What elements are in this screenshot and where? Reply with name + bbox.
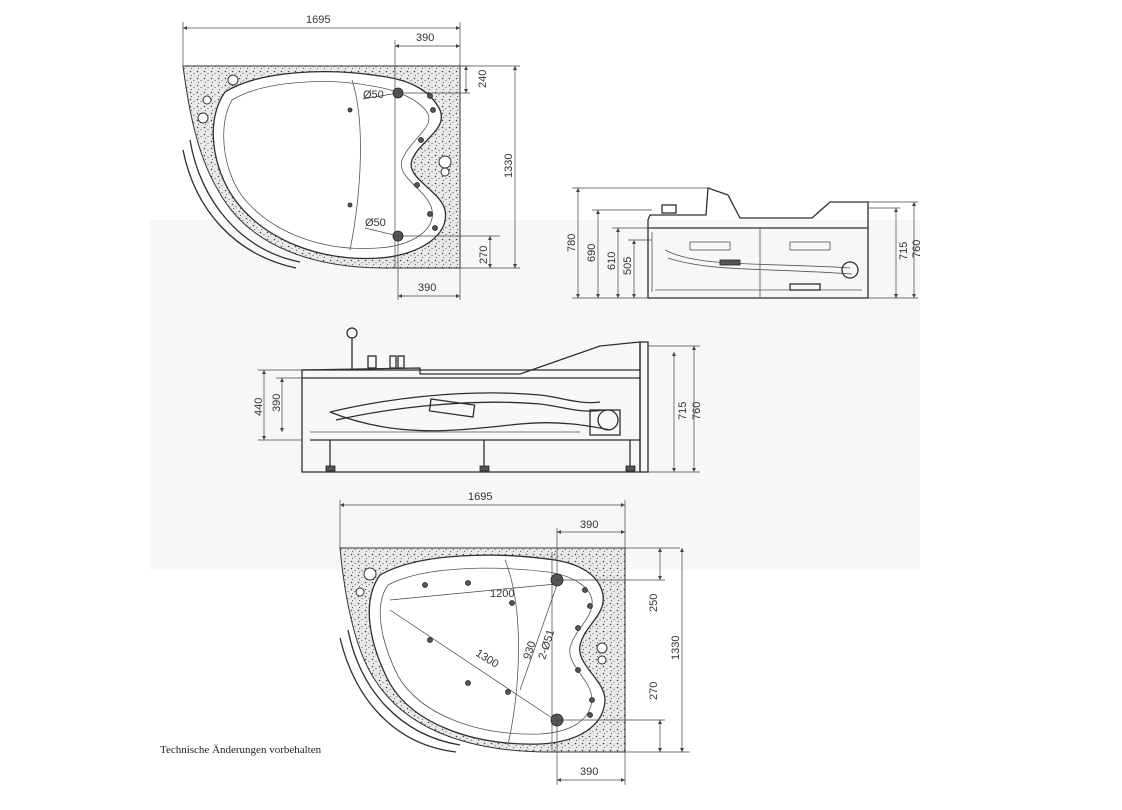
side-view-right: 780 690 610 505 715 760 xyxy=(566,187,923,299)
bottom-dim-1200: 1200 xyxy=(490,588,514,600)
top-dim-390-bottom: 390 xyxy=(418,282,436,294)
front-dim-715: 715 xyxy=(677,402,689,420)
bottom-dim-930: 930 xyxy=(521,640,538,661)
bottom-dim-390-top: 390 xyxy=(580,519,598,531)
top-dim-390-top: 390 xyxy=(416,32,434,44)
bottom-plan-view: 1200 1300 930 2-Ø51 1695 390 xyxy=(339,491,690,785)
bottom-dim-270: 270 xyxy=(648,682,660,700)
bottom-dim-1330: 1330 xyxy=(670,636,682,660)
top-plan-view: 1695 390 240 1330 270 390 Ø50 Ø50 xyxy=(182,14,520,300)
front-dim-760: 760 xyxy=(691,402,703,420)
side-dim-690: 690 xyxy=(586,244,598,262)
top-dim-width: 1695 xyxy=(306,14,330,26)
side-dim-780: 780 xyxy=(566,234,578,252)
front-view: 440 390 715 760 xyxy=(253,327,703,473)
front-dim-440: 440 xyxy=(253,398,265,416)
bottom-dim-250: 250 xyxy=(648,594,660,612)
top-dim-240: 240 xyxy=(477,70,489,88)
side-dim-715: 715 xyxy=(898,242,910,260)
top-dim-270: 270 xyxy=(478,246,490,264)
top-label-hole-bottom: Ø50 xyxy=(365,217,386,229)
bottom-dim-390-bottom: 390 xyxy=(580,766,598,778)
side-dim-760: 760 xyxy=(911,240,923,258)
top-dim-1330: 1330 xyxy=(503,154,515,178)
side-dim-610: 610 xyxy=(606,252,618,270)
top-label-hole-top: Ø50 xyxy=(363,89,384,101)
front-dim-390: 390 xyxy=(271,394,283,412)
side-dim-505: 505 xyxy=(622,257,634,275)
bottom-dim-width: 1695 xyxy=(468,491,492,503)
footnote-technical-changes: Technische Änderungen vorbehalten xyxy=(160,744,322,756)
